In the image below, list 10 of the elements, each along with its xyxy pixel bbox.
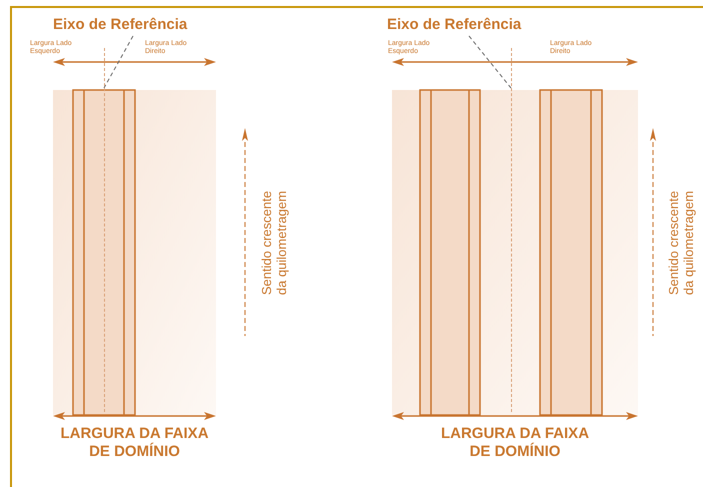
reference-axis [104,48,105,412]
right-of-way-width-label: LARGURA DA FAIXA DE DOMÍNIO [440,425,590,461]
leader-line [104,36,134,88]
right-of-way-width-label: LARGURA DA FAIXA DE DOMÍNIO [60,425,210,461]
reference-axis [511,48,512,412]
direction-label: Sentido crescente da quilometragem [666,190,696,295]
leader-line [468,36,512,88]
axis-title: Eixo de Referência [387,16,522,34]
axis-title: Eixo de Referência [53,16,188,34]
direction-label: Sentido crescente da quilometragem [259,190,289,295]
